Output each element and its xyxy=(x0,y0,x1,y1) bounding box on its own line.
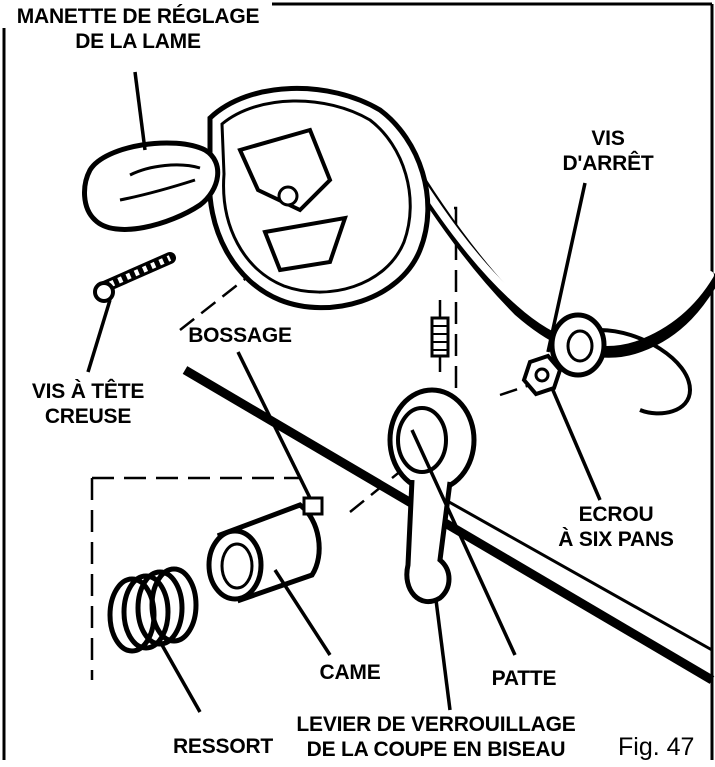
label-manette-line2: DE LA LAME xyxy=(75,30,201,53)
label-bossage-text: BOSSAGE xyxy=(188,324,292,347)
label-levier: LEVIER DE VERROUILLAGE DE LA COUPE EN BI… xyxy=(286,712,586,762)
label-ecrou: ECROU À SIX PANS xyxy=(546,502,686,552)
knob-lever-handle xyxy=(82,140,221,232)
figure-frame xyxy=(2,4,714,760)
bevel-lock-lever xyxy=(387,387,477,605)
label-ecrou-line2: À SIX PANS xyxy=(558,528,674,551)
set-screw xyxy=(430,316,450,358)
cam xyxy=(206,496,324,604)
leader-lines xyxy=(86,71,602,713)
label-vis-arret-line2: D'ARRÊT xyxy=(562,152,654,175)
label-ressort: RESSORT xyxy=(164,734,282,759)
socket-screw xyxy=(93,252,176,303)
label-patte-text: PATTE xyxy=(491,667,557,690)
adjustment-knob xyxy=(206,86,431,311)
label-vis-arret-line1: VIS xyxy=(591,127,625,150)
label-vis-arret: VIS D'ARRÊT xyxy=(548,126,668,176)
label-manette-line1: MANETTE DE RÉGLAGE xyxy=(16,5,260,28)
label-manette: MANETTE DE RÉGLAGE DE LA LAME xyxy=(4,4,272,54)
label-ecrou-line1: ECROU xyxy=(578,503,654,526)
label-levier-line2: DE LA COUPE EN BISEAU xyxy=(306,738,566,761)
label-came: CAME xyxy=(310,660,390,685)
figure-number: Fig. 47 xyxy=(618,733,695,761)
label-levier-line1: LEVIER DE VERROUILLAGE xyxy=(296,713,576,736)
label-patte: PATTE xyxy=(474,666,574,691)
label-bossage: BOSSAGE xyxy=(178,323,302,348)
label-vis-tete: VIS À TÊTE CREUSE xyxy=(18,379,158,429)
label-vis-tete-line2: CREUSE xyxy=(44,405,132,428)
label-came-text: CAME xyxy=(319,661,381,684)
label-vis-tete-line1: VIS À TÊTE xyxy=(31,380,145,403)
spring xyxy=(107,566,199,654)
label-ressort-text: RESSORT xyxy=(172,735,274,758)
hex-nut xyxy=(521,312,607,397)
